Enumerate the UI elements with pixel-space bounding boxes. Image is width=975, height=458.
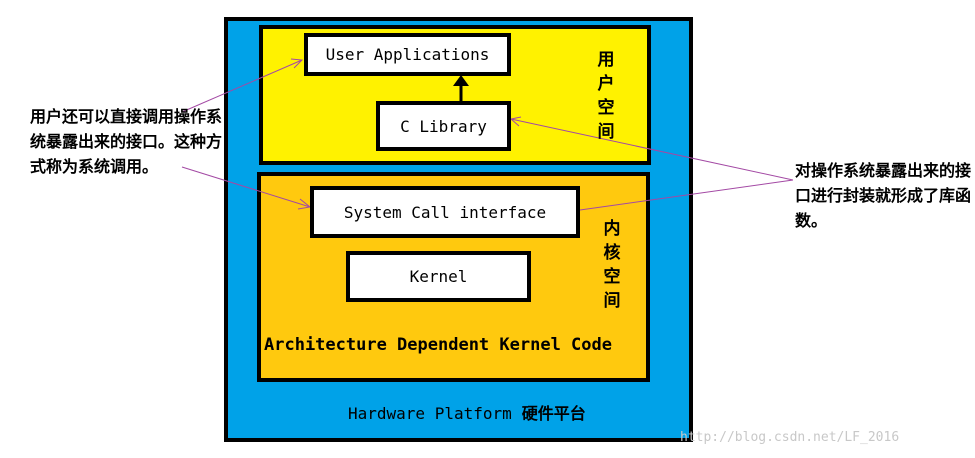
library-function-annotation: 对操作系统暴露出来的接口进行封装就形成了库函数。: [795, 161, 972, 230]
hardware-platform-label: Hardware Platform 硬件平台: [348, 400, 586, 424]
system-call-annotation: 用户还可以直接调用操作系统暴露出来的接口。这种方式称为系统调用。: [30, 107, 223, 176]
user-space-char: 用: [597, 50, 615, 70]
architecture-dependent-code-label: Architecture Dependent Kernel Code: [264, 335, 612, 355]
kernel-space-char: 内: [603, 219, 621, 239]
c-library-box: C Library: [376, 101, 511, 151]
user-space-char: 间: [597, 122, 615, 142]
kernel-space-char: 核: [603, 243, 621, 263]
left-note-pointer-userapp: [181, 59, 303, 113]
kernel-space-label: 内 核 空 间: [601, 217, 623, 313]
user-applications-box: User Applications: [304, 33, 511, 76]
right-note-pointer-clib-head: [509, 116, 522, 127]
hardware-platform-cn: 硬件平台: [521, 404, 586, 423]
system-call-interface-box: System Call interface: [310, 186, 580, 238]
user-space-label: 用 户 空 间: [595, 48, 617, 144]
watermark: http://blog.csdn.net/LF_2016: [680, 430, 900, 445]
kernel-box: Kernel: [346, 251, 531, 302]
right-note-pointer-clib: [510, 118, 794, 181]
user-space-char: 户: [597, 74, 615, 94]
hardware-platform-en: Hardware Platform: [348, 404, 512, 423]
kernel-space-char: 间: [603, 291, 621, 311]
left-note-pointer-userapp-head: [290, 58, 304, 69]
right-note-pointer-syscall: [579, 179, 794, 211]
left-note-pointer-syscall: [181, 166, 311, 208]
user-space-char: 空: [597, 98, 615, 118]
clib-to-userapp-arrowhead: [453, 75, 469, 86]
kernel-space-char: 空: [603, 267, 621, 287]
